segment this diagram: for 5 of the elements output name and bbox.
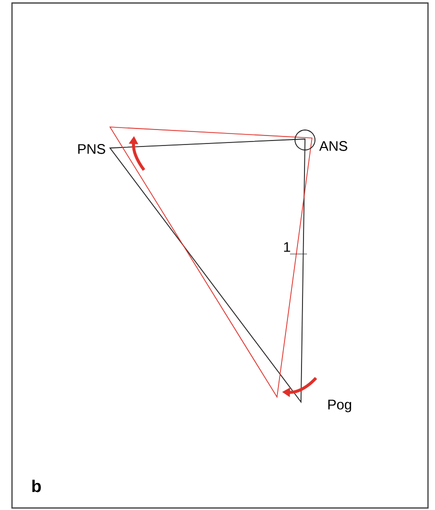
point-label: Pog (328, 400, 352, 412)
panel-letter: b (32, 480, 41, 492)
point-label: ANS (319, 141, 348, 151)
point-label: PNS (78, 144, 106, 154)
angle-label: 1 (284, 242, 290, 252)
